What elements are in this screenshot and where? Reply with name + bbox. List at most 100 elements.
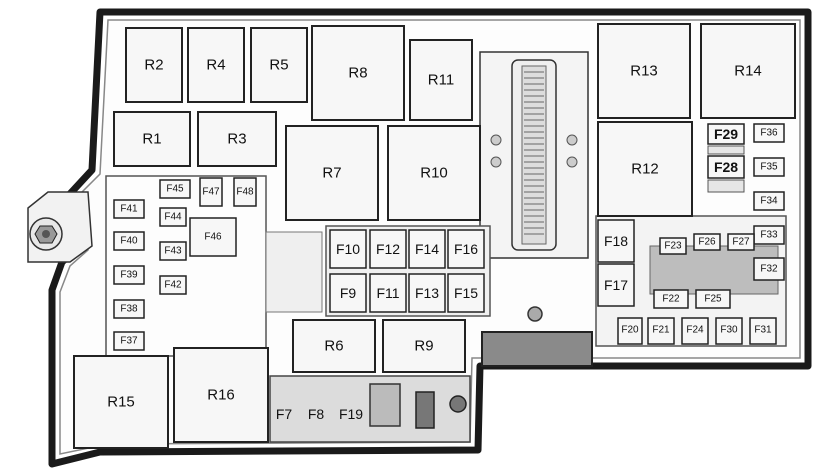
relay-r13[interactable]: R13 <box>597 23 691 119</box>
fuse-label: F17 <box>604 277 628 293</box>
fuse-f24[interactable]: F24 <box>681 317 709 345</box>
fuse-label: F7 <box>276 406 293 422</box>
fuse-f16[interactable]: F16 <box>447 229 485 269</box>
relay-label: R15 <box>107 394 135 411</box>
fuse-label: F11 <box>376 285 399 301</box>
fuse-label: F10 <box>336 241 360 257</box>
fuse-f8[interactable]: F8 <box>308 406 325 422</box>
fuse-f31[interactable]: F31 <box>749 317 777 345</box>
socket <box>707 145 745 155</box>
fuse-f11[interactable]: F11 <box>369 273 407 313</box>
relay-r15[interactable]: R15 <box>73 355 169 449</box>
fuse-label: F24 <box>686 325 704 336</box>
fuse-f41[interactable]: F41 <box>113 199 145 219</box>
fuse-f29[interactable]: F29 <box>707 123 745 145</box>
fuse-f14[interactable]: F14 <box>408 229 446 269</box>
fuse-label: F35 <box>760 162 778 173</box>
fuse-f28[interactable]: F28 <box>707 155 745 179</box>
fuse-f42[interactable]: F42 <box>159 275 187 295</box>
relay-label: R1 <box>142 131 161 148</box>
relay-r8[interactable]: R8 <box>311 25 405 121</box>
fuse-f40[interactable]: F40 <box>113 231 145 251</box>
fuse-f43[interactable]: F43 <box>159 241 187 261</box>
relay-r3[interactable]: R3 <box>197 111 277 167</box>
fuse-f38[interactable]: F38 <box>113 299 145 319</box>
relay-r16[interactable]: R16 <box>173 347 269 443</box>
relay-r6[interactable]: R6 <box>292 319 376 373</box>
fuse-f22[interactable]: F22 <box>653 289 689 309</box>
fuse-label: F29 <box>714 126 738 142</box>
fuse-f17[interactable]: F17 <box>597 263 635 307</box>
fuse-f39[interactable]: F39 <box>113 265 145 285</box>
relay-r10[interactable]: R10 <box>387 125 481 221</box>
fuse-f18[interactable]: F18 <box>597 219 635 263</box>
fuse-label: F32 <box>760 264 778 275</box>
fuse-f36[interactable]: F36 <box>753 123 785 143</box>
fuse-label: F15 <box>454 285 478 301</box>
f19-housing <box>369 383 401 427</box>
central-connector <box>479 51 589 259</box>
fuse-label: F8 <box>308 406 325 422</box>
fuse-f30[interactable]: F30 <box>715 317 743 345</box>
fuse-f33[interactable]: F33 <box>753 225 785 245</box>
fuse-f44[interactable]: F44 <box>159 207 187 227</box>
fuse-label: F47 <box>202 187 220 198</box>
dark-cover <box>481 331 593 367</box>
fuse-label: F37 <box>120 336 138 347</box>
relay-label: R10 <box>420 165 448 182</box>
relay-r9[interactable]: R9 <box>382 319 466 373</box>
fuse-label: F33 <box>760 230 778 241</box>
fuse-label: F38 <box>120 304 138 315</box>
fuse-f25[interactable]: F25 <box>695 289 731 309</box>
fuse-label: F18 <box>604 233 628 249</box>
fuse-f20[interactable]: F20 <box>617 317 643 345</box>
relay-r14[interactable]: R14 <box>700 23 796 119</box>
relay-r11[interactable]: R11 <box>409 39 473 121</box>
relay-r2[interactable]: R2 <box>125 27 183 103</box>
fuse-f12[interactable]: F12 <box>369 229 407 269</box>
fuse-label: F14 <box>415 241 439 257</box>
mid-left-socket <box>265 231 323 313</box>
fuse-label: F42 <box>164 280 182 291</box>
relay-r1[interactable]: R1 <box>113 111 191 167</box>
fuse-f35[interactable]: F35 <box>753 157 785 177</box>
fuse-f37[interactable]: F37 <box>113 331 145 351</box>
fuse-label: F41 <box>120 204 138 215</box>
relay-r12[interactable]: R12 <box>597 121 693 217</box>
fuse-label: F13 <box>415 285 439 301</box>
fuse-f9[interactable]: F9 <box>329 273 367 313</box>
fuse-label: F21 <box>652 325 670 336</box>
fuse-label: F19 <box>339 406 363 422</box>
fuse-f13[interactable]: F13 <box>408 273 446 313</box>
fuse-f26[interactable]: F26 <box>693 233 721 251</box>
fuse-label: F34 <box>760 196 778 207</box>
fuse-f32[interactable]: F32 <box>753 257 785 281</box>
fuse-f7[interactable]: F7 <box>276 406 293 422</box>
fuse-f10[interactable]: F10 <box>329 229 367 269</box>
mounting-bracket <box>27 191 93 263</box>
screw-terminal <box>415 391 435 429</box>
fuse-label: F12 <box>376 241 400 257</box>
fuse-f23[interactable]: F23 <box>659 237 687 255</box>
relay-r5[interactable]: R5 <box>250 27 308 103</box>
relay-r4[interactable]: R4 <box>187 27 245 103</box>
relay-label: R7 <box>322 165 341 182</box>
fuse-f48[interactable]: F48 <box>233 177 257 207</box>
fuse-label: F27 <box>732 237 750 248</box>
fuse-f46[interactable]: F46 <box>189 217 237 257</box>
fuse-f45[interactable]: F45 <box>159 179 191 199</box>
fuse-label: F31 <box>754 325 772 336</box>
fuse-f19[interactable]: F19 <box>339 406 363 422</box>
fuse-f34[interactable]: F34 <box>753 191 785 211</box>
fuse-f21[interactable]: F21 <box>647 317 675 345</box>
fuse-label: F48 <box>236 187 254 198</box>
ground-stud <box>449 395 467 413</box>
relay-r7[interactable]: R7 <box>285 125 379 221</box>
fuse-label: F26 <box>698 237 716 248</box>
fuse-f15[interactable]: F15 <box>447 273 485 313</box>
fuse-f27[interactable]: F27 <box>727 233 755 251</box>
fuse-label: F23 <box>664 241 682 252</box>
fuse-f47[interactable]: F47 <box>199 177 223 207</box>
